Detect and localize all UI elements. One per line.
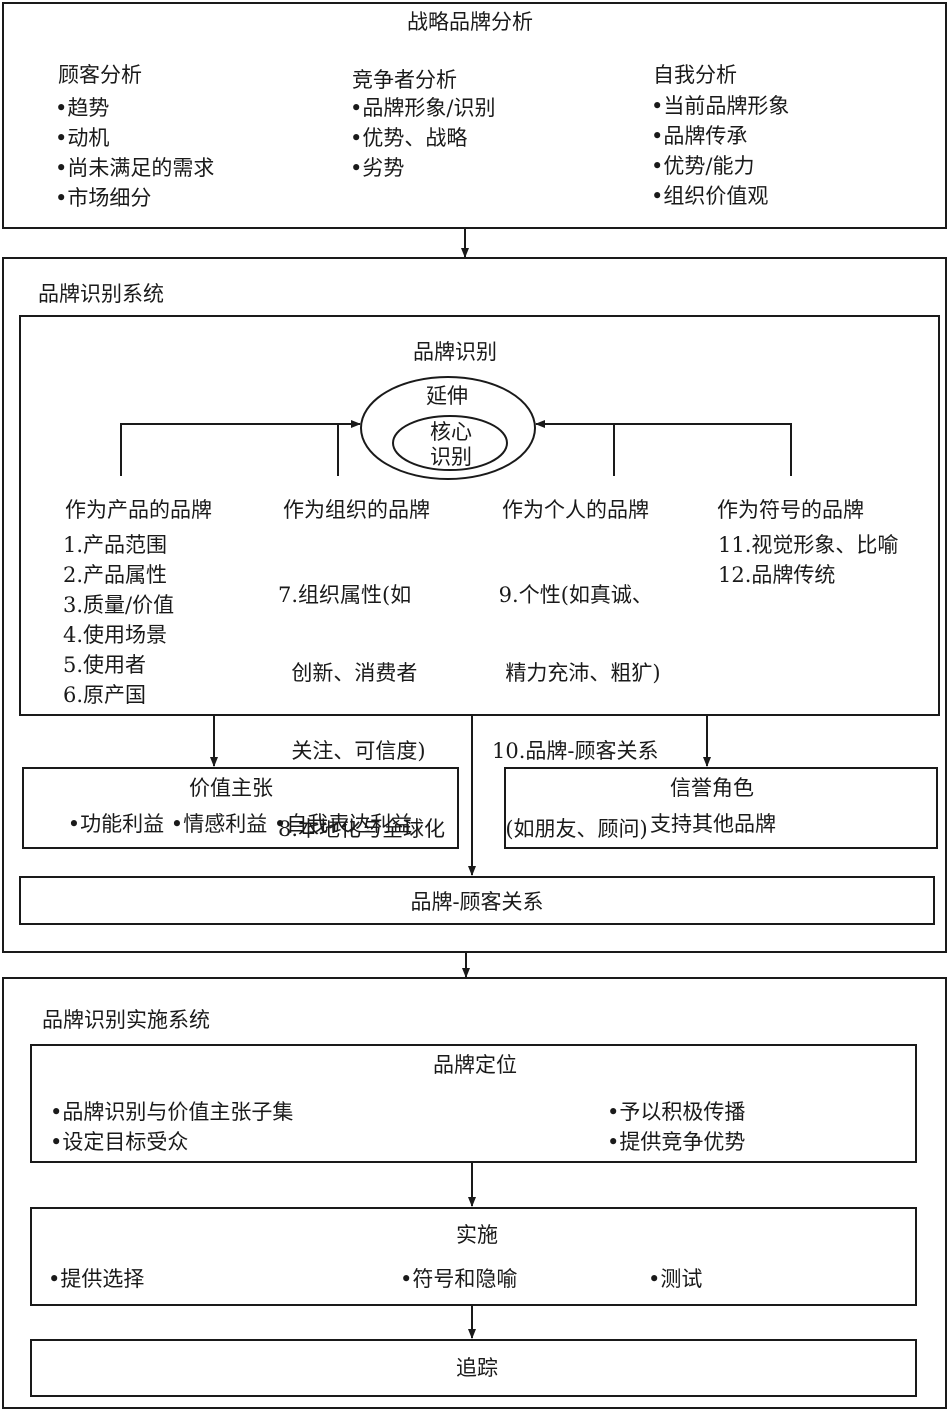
execution-box	[30, 1207, 917, 1306]
relationship-label: 品牌-顾客关系	[410, 890, 544, 914]
list-item: 关注、可信度)	[278, 739, 426, 763]
tracking-label: 追踪	[456, 1356, 498, 1380]
product-heading: 作为产品的品牌	[65, 498, 212, 522]
symbol-list: 11.视觉形象、比喻 12.品牌传统	[718, 533, 898, 593]
implementation-box	[2, 977, 947, 1409]
list-item: •优势/能力	[651, 154, 755, 178]
list-item: •优势、战略	[350, 126, 468, 150]
list-item: 创新、消费者	[278, 661, 418, 685]
customer-list: •趋势 •动机 •尚未满足的需求 •市场细分	[55, 96, 214, 216]
list-item: •提供竞争优势	[607, 1130, 746, 1154]
list-item: •组织价值观	[651, 184, 769, 208]
list-item: •品牌识别与价值主张子集	[50, 1100, 294, 1124]
list-item: •予以积极传播	[607, 1100, 746, 1124]
list-item: 4.使用场景	[63, 623, 168, 647]
brand-identity-label: 品牌识别	[413, 340, 497, 364]
extended-identity-label: 延伸	[426, 384, 468, 408]
product-list: 1.产品范围 2.产品属性 3.质量/价值 4.使用场景 5.使用者 6.原产国	[63, 533, 174, 713]
self-heading: 自我分析	[653, 63, 737, 87]
credibility-title: 信誉角色	[670, 776, 754, 800]
organization-heading: 作为组织的品牌	[283, 498, 430, 522]
execution-item: •测试	[648, 1267, 703, 1291]
list-item: •设定目标受众	[50, 1130, 189, 1154]
value-proposition-title: 价值主张	[189, 776, 273, 800]
symbol-heading: 作为符号的品牌	[717, 498, 864, 522]
list-item: (如朋友、顾问)	[492, 817, 648, 841]
list-item: 12.品牌传统	[718, 563, 836, 587]
credibility-text: 支持其他品牌	[650, 812, 776, 836]
list-item: 5.使用者	[63, 653, 147, 677]
core-identity-ellipse	[392, 415, 508, 471]
list-item: 9.个性(如真诚、	[492, 583, 653, 607]
implementation-title: 品牌识别实施系统	[42, 1008, 210, 1032]
execution-item: •符号和隐喻	[400, 1267, 518, 1291]
list-item: 3.质量/价值	[63, 593, 175, 617]
core-identity-label-1: 核心	[430, 420, 472, 444]
strategic-title: 战略品牌分析	[407, 10, 533, 34]
list-item: •品牌传承	[651, 124, 748, 148]
list-item: •劣势	[350, 156, 405, 180]
positioning-right-list: •予以积极传播 •提供竞争优势	[607, 1100, 745, 1160]
person-list: 9.个性(如真诚、 精力充沛、粗犷) 10.品牌-顾客关系 (如朋友、顾问)	[492, 535, 661, 871]
list-item: •趋势	[55, 96, 110, 120]
brand-identity-box	[19, 315, 940, 716]
person-heading: 作为个人的品牌	[502, 498, 649, 522]
list-item: 7.组织属性(如	[278, 583, 412, 607]
list-item: •动机	[55, 126, 110, 150]
positioning-title: 品牌定位	[433, 1053, 517, 1077]
competitor-heading: 竞争者分析	[352, 68, 457, 92]
list-item: 8.本地化与全球化	[278, 817, 446, 841]
value-proposition-box	[22, 767, 459, 849]
list-item: 10.品牌-顾客关系	[492, 739, 659, 763]
positioning-box	[30, 1044, 917, 1163]
competitor-list: •品牌形象/识别 •优势、战略 •劣势	[350, 96, 495, 186]
identity-system-title: 品牌识别系统	[38, 282, 164, 306]
list-item: 精力充沛、粗犷)	[492, 661, 661, 685]
list-item: •市场细分	[55, 186, 152, 210]
list-item: 1.产品范围	[63, 533, 168, 557]
positioning-left-list: •品牌识别与价值主张子集 •设定目标受众	[50, 1100, 293, 1160]
self-list: •当前品牌形象 •品牌传承 •优势/能力 •组织价值观	[651, 94, 789, 214]
list-item: •当前品牌形象	[651, 94, 790, 118]
list-item: 2.产品属性	[63, 563, 168, 587]
customer-heading: 顾客分析	[58, 63, 142, 87]
list-item: 6.原产国	[63, 683, 147, 707]
execution-title: 实施	[456, 1223, 498, 1247]
extended-identity-ellipse	[360, 376, 536, 480]
tracking-box	[30, 1339, 917, 1397]
relationship-box	[19, 876, 935, 925]
credibility-box	[504, 767, 938, 849]
organization-list: 7.组织属性(如 创新、消费者 关注、可信度) 8.本地化与全球化	[278, 535, 445, 871]
list-item: •尚未满足的需求	[55, 156, 215, 180]
identity-system-box	[2, 257, 947, 953]
strategic-analysis-box	[2, 2, 947, 229]
list-item: 11.视觉形象、比喻	[718, 533, 899, 557]
core-identity-label-2: 识别	[430, 445, 472, 469]
execution-item: •提供选择	[48, 1267, 145, 1291]
list-item: •品牌形象/识别	[350, 96, 496, 120]
value-proposition-items: •功能利益 •情感利益 •自我表达利益	[67, 812, 413, 836]
